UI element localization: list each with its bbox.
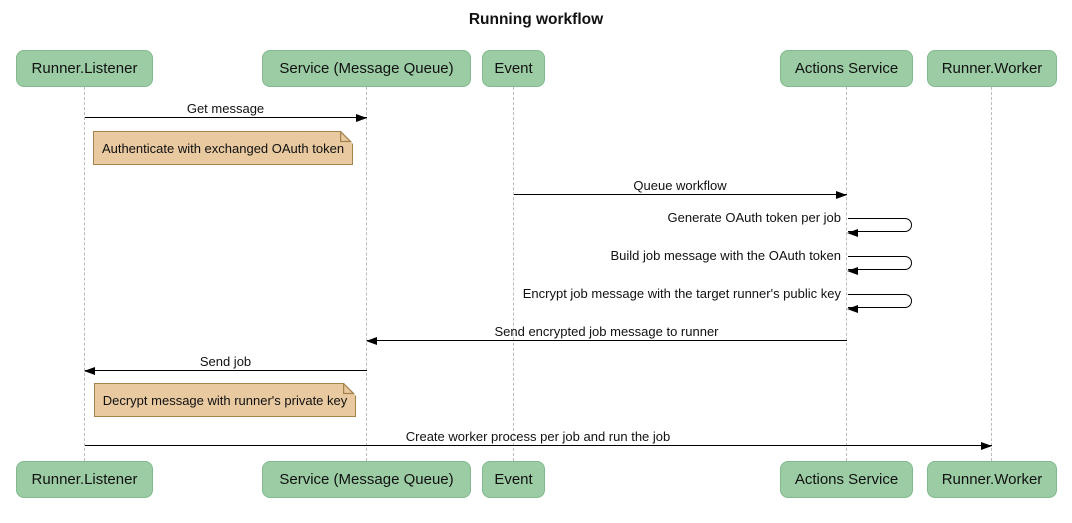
participant-bottom-event: Event bbox=[482, 461, 545, 498]
self-message-generate-oauth-token bbox=[846, 218, 912, 238]
message-arrow-send-job bbox=[84, 367, 367, 376]
arrowhead-left-icon bbox=[846, 267, 858, 276]
lifeline-runner-listener bbox=[84, 87, 85, 461]
message-arrow-get-message bbox=[84, 114, 367, 123]
arrowhead-left-icon bbox=[846, 229, 858, 238]
arrowhead-left-icon bbox=[366, 337, 377, 346]
lifeline-event bbox=[513, 87, 514, 461]
note-authenticate-oauth: Authenticate with exchanged OAuth token bbox=[93, 130, 354, 165]
message-label-generate-oauth-token: Generate OAuth token per job bbox=[667, 210, 841, 225]
arrowhead-right-icon bbox=[836, 191, 847, 200]
lifeline-runner-worker bbox=[991, 87, 992, 461]
note-fold-icon bbox=[343, 382, 357, 396]
participant-top-runner-worker: Runner.Worker bbox=[927, 50, 1057, 87]
arrowhead-right-icon bbox=[981, 442, 992, 451]
message-arrow-queue-workflow bbox=[513, 191, 847, 200]
message-label-encrypt-job-message: Encrypt job message with the target runn… bbox=[522, 286, 841, 301]
note-fold-icon bbox=[340, 130, 354, 144]
message-arrow-create-worker bbox=[84, 442, 992, 451]
lifeline-service-message-queue bbox=[366, 87, 367, 461]
arrowhead-left-icon bbox=[846, 305, 858, 314]
participant-top-runner-listener: Runner.Listener bbox=[16, 50, 153, 87]
self-message-encrypt-job-message bbox=[846, 294, 912, 314]
participant-bottom-runner-listener: Runner.Listener bbox=[16, 461, 153, 498]
self-message-build-job-message bbox=[846, 256, 912, 276]
arrowhead-left-icon bbox=[84, 367, 95, 376]
diagram-title: Running workflow bbox=[468, 11, 604, 28]
arrowhead-right-icon bbox=[356, 114, 367, 123]
message-label-queue-workflow: Queue workflow bbox=[633, 178, 727, 193]
participant-top-service-message-queue: Service (Message Queue) bbox=[262, 50, 471, 87]
participant-top-event: Event bbox=[482, 50, 545, 87]
message-label-build-job-message: Build job message with the OAuth token bbox=[610, 248, 841, 263]
message-label-get-message: Get message bbox=[186, 101, 265, 116]
participant-bottom-runner-worker: Runner.Worker bbox=[927, 461, 1057, 498]
message-arrow-send-encrypted-job bbox=[366, 337, 847, 346]
note-label: Authenticate with exchanged OAuth token bbox=[101, 140, 345, 156]
participant-bottom-service-message-queue: Service (Message Queue) bbox=[262, 461, 471, 498]
note-label: Decrypt message with runner's private ke… bbox=[102, 392, 348, 408]
message-label-create-worker: Create worker process per job and run th… bbox=[405, 429, 671, 444]
message-label-send-job: Send job bbox=[199, 354, 252, 369]
note-decrypt-private-key: Decrypt message with runner's private ke… bbox=[94, 382, 357, 417]
participant-top-actions-service: Actions Service bbox=[780, 50, 913, 87]
participant-bottom-actions-service: Actions Service bbox=[780, 461, 913, 498]
message-label-send-encrypted-job: Send encrypted job message to runner bbox=[494, 324, 719, 339]
